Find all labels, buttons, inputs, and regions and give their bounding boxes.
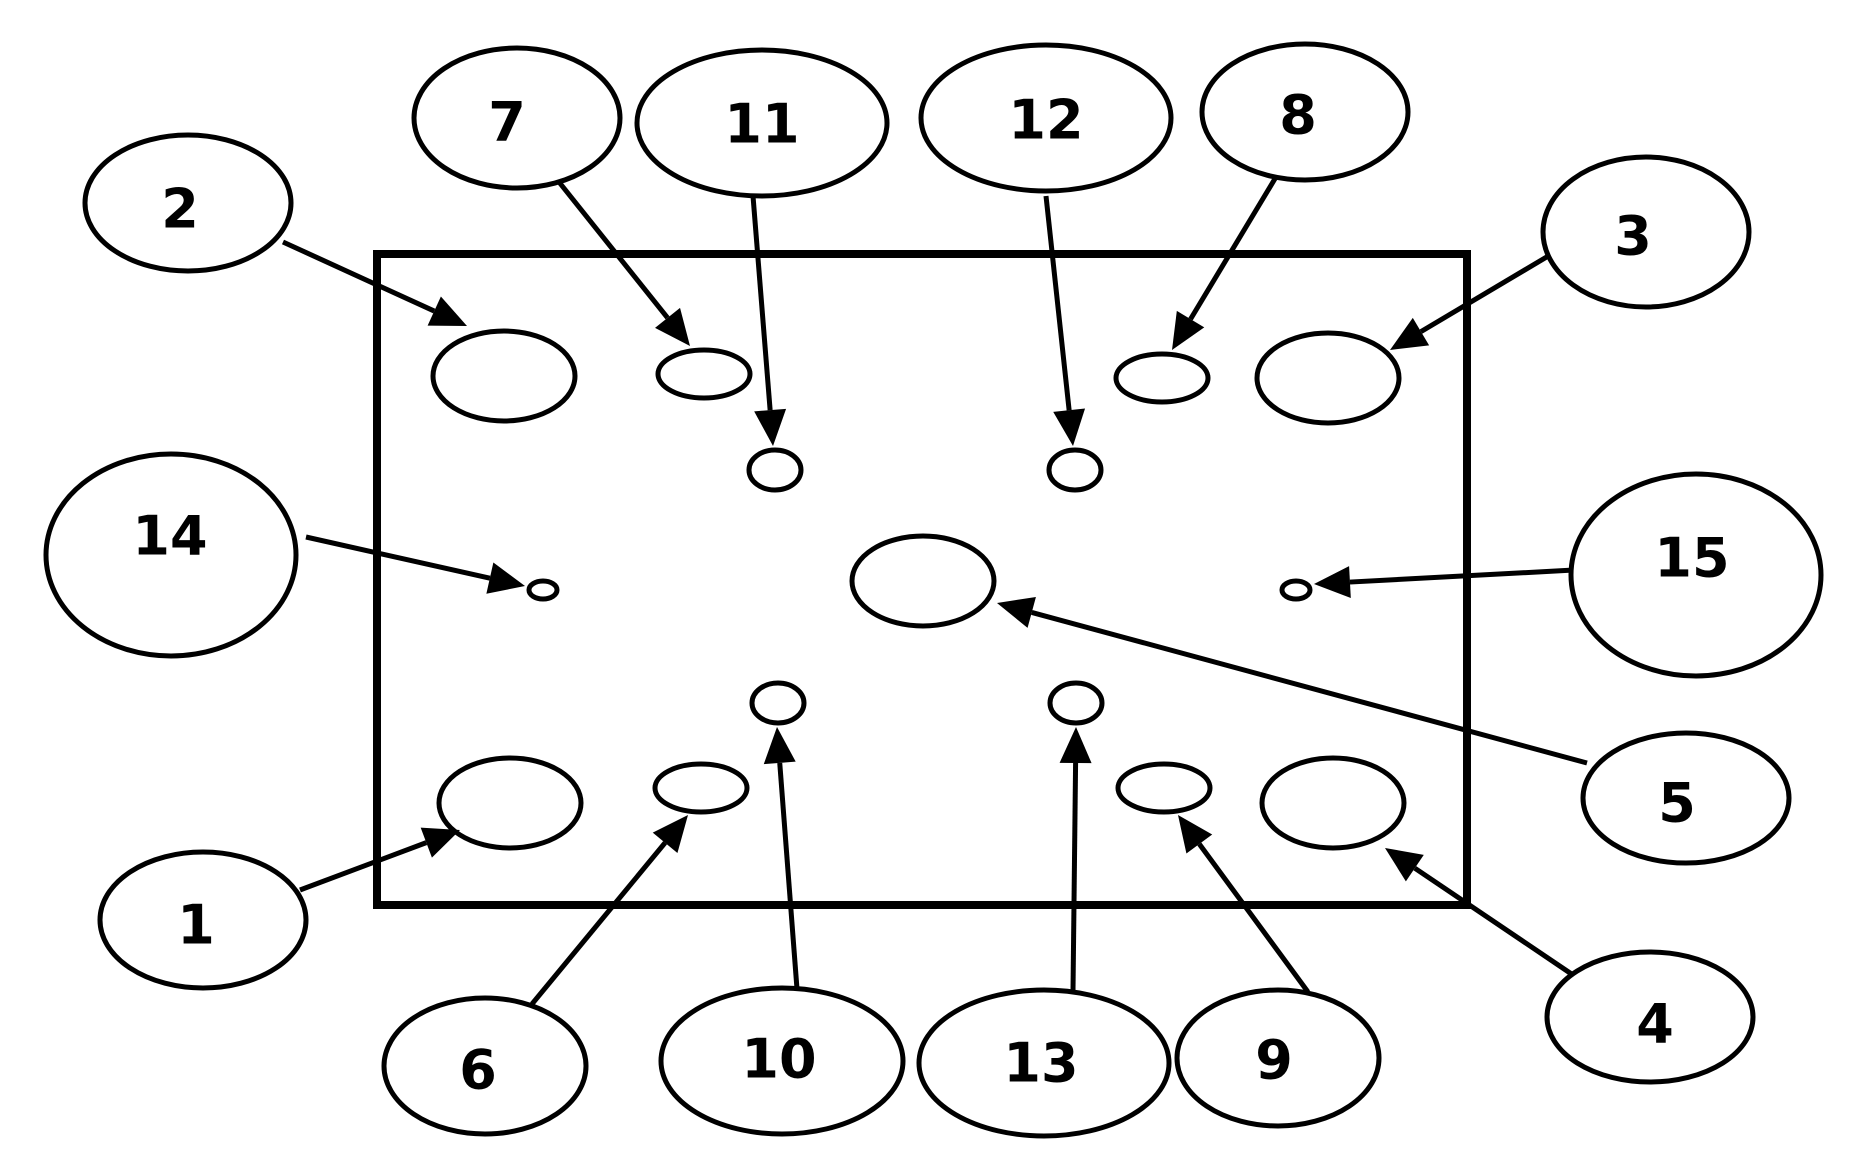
callout-circle-4 (1544, 949, 1756, 1085)
leader-line-2 (281, 239, 436, 314)
callout-label-9: 9 (1255, 1029, 1293, 1092)
arrowhead-6 (652, 815, 688, 853)
board-outline (373, 250, 1471, 909)
callout-circle-11 (634, 47, 890, 199)
arrowhead-3 (1390, 317, 1430, 350)
hole-8 (1113, 351, 1211, 405)
callout-circle-5 (1580, 730, 1792, 866)
hole-13 (1047, 680, 1105, 726)
callout-circle-7 (411, 45, 623, 191)
leader-line-6 (530, 841, 668, 1006)
hole-6 (652, 761, 750, 815)
arrowhead-5 (997, 596, 1036, 628)
callout-circle-2 (82, 132, 294, 274)
callout-circle-6 (381, 995, 589, 1137)
hole-10 (749, 680, 807, 726)
leader-line-15 (1349, 567, 1575, 585)
hole-9 (1115, 761, 1213, 815)
callout-circle-8 (1199, 41, 1411, 183)
callout-circle-1 (97, 849, 309, 991)
arrowhead-12 (1053, 408, 1086, 446)
arrowhead-2 (427, 296, 467, 326)
callout-label-1: 1 (177, 894, 215, 957)
hole-15 (1279, 578, 1313, 602)
leader-line-5 (1031, 610, 1588, 766)
arrowhead-9 (1178, 815, 1213, 854)
callout-label-3: 3 (1614, 205, 1652, 268)
callout-label-2: 2 (161, 178, 199, 241)
hole-4 (1259, 755, 1407, 851)
callout-circle-9 (1174, 987, 1382, 1129)
arrowhead-7 (655, 307, 690, 346)
leader-line-11 (750, 195, 773, 411)
arrowhead-11 (754, 408, 787, 446)
arrowhead-1 (420, 827, 460, 858)
arrowhead-4 (1385, 848, 1424, 882)
callout-circle-10 (658, 985, 906, 1137)
arrowhead-13 (1059, 727, 1092, 764)
arrowhead-10 (763, 727, 796, 765)
leader-line-1 (299, 840, 428, 893)
hole-3 (1254, 330, 1402, 426)
leader-line-8 (1188, 175, 1279, 321)
hole-5 (849, 533, 997, 629)
hole-11 (746, 447, 804, 493)
callout-label-4: 4 (1636, 993, 1674, 1056)
callout-label-14: 14 (132, 505, 207, 568)
leader-line-12 (1043, 195, 1072, 411)
arrowhead-14 (486, 562, 525, 594)
leader-line-7 (553, 175, 670, 320)
arrowhead-8 (1172, 310, 1205, 350)
leader-line-3 (1419, 252, 1552, 334)
callout-circle-13 (916, 987, 1172, 1139)
callout-label-7: 7 (488, 91, 526, 154)
leader-line-14 (305, 534, 491, 581)
hole-12 (1046, 447, 1104, 493)
callout-circle-14 (43, 451, 299, 659)
callout-circle-3 (1540, 154, 1752, 310)
leader-lines (281, 175, 1588, 1006)
callout-label-13: 13 (1003, 1032, 1078, 1095)
callout-label-15: 15 (1654, 527, 1729, 590)
callout-label-12: 12 (1008, 89, 1083, 152)
callout-label-10: 10 (741, 1028, 816, 1091)
callout-circle-12 (918, 42, 1174, 194)
callout-label-5: 5 (1658, 772, 1696, 835)
hole-14 (526, 578, 560, 602)
leader-line-4 (1413, 866, 1575, 978)
leader-line-9 (1197, 842, 1311, 994)
callout-circle-15 (1568, 471, 1824, 679)
leader-line-13 (1070, 762, 1079, 992)
callout-label-8: 8 (1279, 84, 1317, 147)
arrowhead-15 (1314, 566, 1351, 599)
callout-label-6: 6 (459, 1039, 497, 1102)
hole-2 (430, 328, 578, 424)
leader-line-10 (777, 762, 800, 990)
callout-label-11: 11 (724, 93, 799, 156)
hole-1 (436, 755, 584, 851)
hole-7 (655, 347, 753, 401)
